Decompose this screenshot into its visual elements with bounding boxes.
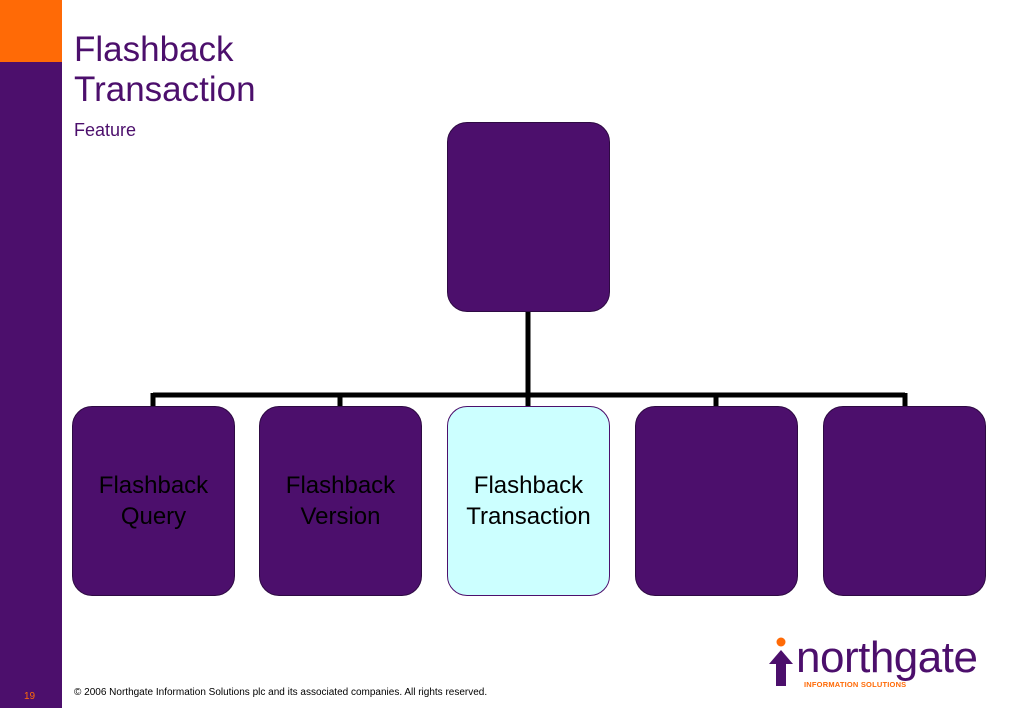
root-node — [447, 122, 610, 312]
child-node-flashback-query: Flashback Query — [72, 406, 235, 596]
child-node-label: Flashback Version — [285, 472, 396, 530]
child-node-label: Flashback Transaction — [466, 472, 591, 530]
orange-corner-accent — [0, 0, 62, 62]
logo-tagline: INFORMATION SOLUTIONS — [804, 680, 907, 689]
left-sidebar-bar — [0, 0, 62, 708]
child-node-flashback-transaction: Flashback Transaction — [447, 406, 610, 596]
child-node-label: Flashback Query — [98, 472, 209, 530]
copyright-notice: © 2006 Northgate Information Solutions p… — [74, 687, 488, 698]
upward-arrow-person-icon — [769, 637, 793, 686]
child-node-empty-4 — [635, 406, 798, 596]
slide-number: 19 — [24, 691, 36, 702]
slide-subtitle: Feature — [74, 120, 137, 140]
logo-wordmark: northgate — [796, 633, 978, 682]
child-node-empty-5 — [823, 406, 986, 596]
slide-title: Flashback Transaction — [74, 30, 256, 109]
northgate-logo: northgate INFORMATION SOLUTIONS — [766, 634, 1006, 692]
child-node-flashback-version: Flashback Version — [259, 406, 422, 596]
